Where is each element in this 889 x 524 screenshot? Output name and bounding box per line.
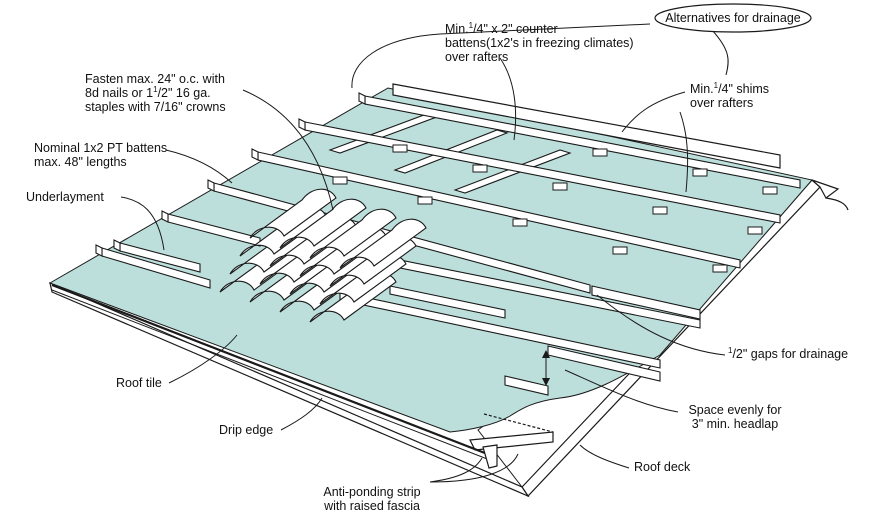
space-evenly-label: Space evenly for 3" min. headlap <box>688 403 782 431</box>
alternatives-label: Alternatives for drainage <box>665 11 801 25</box>
alternatives-ellipse <box>654 3 812 33</box>
batten-end <box>161 210 169 223</box>
roof-tile-label: Roof tile <box>116 376 162 390</box>
batten-end <box>251 148 259 161</box>
roof-tiles <box>219 188 427 323</box>
roof-tile <box>309 208 397 259</box>
fasten-label: Fasten max. 24" o.c. with 8d nails or 11… <box>85 72 226 114</box>
batten-end <box>207 179 215 192</box>
underlayment-label: Underlayment <box>26 190 104 204</box>
shim <box>332 176 348 185</box>
ridge-edge <box>392 83 781 169</box>
counter-batten <box>453 149 572 194</box>
shim <box>747 226 763 235</box>
anti-ponding-label: Anti-ponding strip with raised fascia <box>323 485 421 513</box>
roof-tile <box>339 218 427 269</box>
leader-lines <box>120 23 729 483</box>
batten <box>547 345 661 382</box>
shim <box>552 182 568 191</box>
shim <box>417 196 433 205</box>
shims-label: Min.1/4" shims over rafters <box>690 81 770 111</box>
gap-arrowheads <box>542 350 550 386</box>
shim <box>612 246 628 255</box>
batten-end <box>358 92 366 105</box>
drip-edge-label: Drip edge <box>219 423 274 437</box>
batten <box>504 375 549 396</box>
counter-battens-label: Min.1/4" x 2" counter battens(1x2's in f… <box>445 21 634 65</box>
shims <box>332 144 778 273</box>
shim <box>762 186 778 195</box>
shim <box>652 206 668 215</box>
shim <box>472 164 488 173</box>
batten-end <box>113 239 121 252</box>
shim <box>712 264 728 273</box>
roof-deck-label: Roof deck <box>634 460 691 474</box>
shim <box>512 218 528 227</box>
shim <box>392 144 408 153</box>
shim <box>592 148 608 157</box>
roof-tile <box>249 188 337 239</box>
batten <box>339 291 661 369</box>
shim <box>692 168 708 177</box>
batten <box>389 285 506 319</box>
batten-end <box>95 244 103 257</box>
batten <box>591 285 701 320</box>
batten-end <box>298 118 306 131</box>
drip-edge <box>51 283 498 469</box>
roof-tile <box>279 198 367 249</box>
nominal-battens-label: Nominal 1x2 PT battens max. 48" lengths <box>34 141 168 169</box>
gaps-label: 1/2" gaps for drainage <box>728 346 849 362</box>
